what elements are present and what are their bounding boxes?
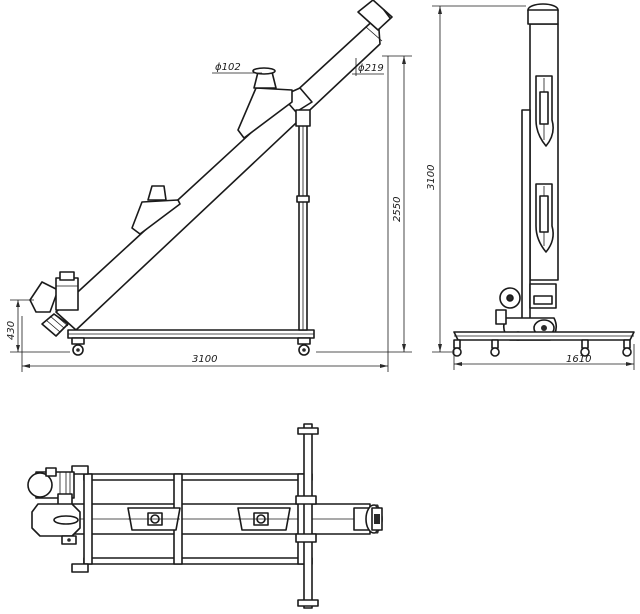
support-column [295, 109, 311, 331]
top-hopper-1 [127, 507, 181, 531]
front-base-frame [453, 331, 635, 341]
top-left-axle [71, 465, 89, 573]
dim-inlet-pipe: ϕ102 [212, 62, 262, 74]
upper-inlet-hopper [237, 67, 293, 139]
front-top-cap [527, 3, 559, 25]
dim-side-height: 2550 [316, 55, 412, 353]
side-view: ϕ102 ϕ219 2550 430 [6, 0, 412, 372]
side-length-label: 3100 [192, 354, 217, 365]
side-wheel-left [71, 337, 85, 356]
inlet-height-label: 430 [6, 321, 17, 340]
front-width-label: 1610 [566, 354, 591, 365]
middle-inlet-hopper [131, 185, 181, 235]
top-motor [27, 467, 75, 499]
front-wheel-4 [622, 339, 632, 357]
front-height-label: 3100 [426, 165, 437, 190]
side-wheel-right [297, 337, 311, 356]
front-wheel-2 [490, 339, 500, 357]
drive-unit [29, 271, 79, 337]
top-gearbox [31, 493, 81, 545]
top-view [27, 423, 383, 609]
top-cross-axle [295, 423, 319, 609]
side-height-label: 2550 [392, 197, 403, 222]
dim-front-height: 3100 [426, 5, 526, 353]
tube-diameter-label: ϕ219 [358, 63, 384, 74]
inlet-pipe-diameter-label: ϕ102 [215, 62, 241, 73]
top-discharge-flange [353, 504, 383, 534]
top-hopper-2 [237, 507, 291, 531]
base-frame [67, 329, 315, 339]
front-support-column [521, 109, 531, 331]
dim-inlet-height: 430 [6, 299, 70, 353]
dim-front-width: 1610 [453, 344, 635, 370]
dim-side-length: 3100 [21, 56, 389, 372]
front-hopper-middle [535, 183, 554, 253]
dim-tube-diameter: ϕ219 [352, 58, 384, 76]
front-view: 3100 1610 [426, 3, 635, 370]
front-wheel-3 [580, 339, 590, 357]
front-hopper-upper [535, 75, 554, 147]
